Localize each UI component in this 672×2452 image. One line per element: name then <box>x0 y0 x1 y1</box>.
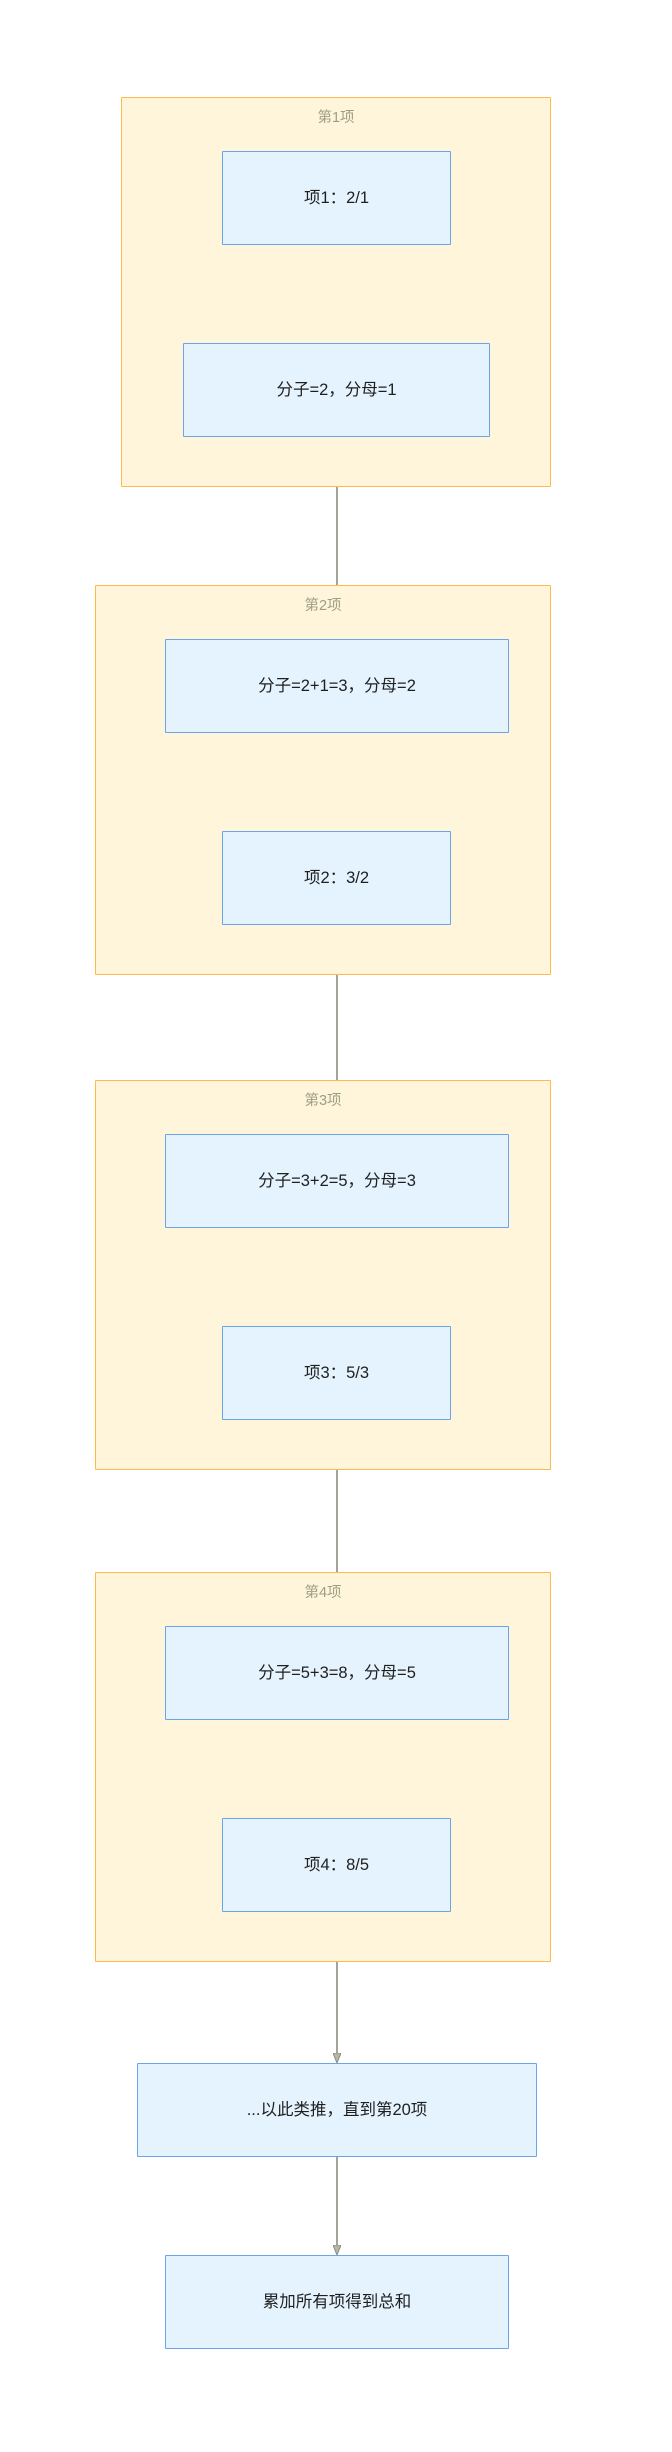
node-label: 项2：3/2 <box>303 868 370 887</box>
subgraph-title: 第4项 <box>304 1585 342 1601</box>
subgraph-title: 第2项 <box>304 598 342 614</box>
process-node[interactable]: 项2：3/2 <box>222 831 451 925</box>
node-label: 项1：2/1 <box>303 188 370 207</box>
process-node[interactable]: 分子=2+1=3，分母=2 <box>165 639 509 733</box>
node-label: 项3：5/3 <box>303 1363 370 1382</box>
node-label: ...以此类推，直到第20项 <box>246 2100 428 2119</box>
node-label: 分子=2，分母=1 <box>276 380 397 399</box>
process-node[interactable]: 累加所有项得到总和 <box>165 2255 509 2349</box>
node-label: 分子=2+1=3，分母=2 <box>258 676 416 695</box>
process-node[interactable]: 分子=3+2=5，分母=3 <box>165 1134 509 1228</box>
node-label: 分子=3+2=5，分母=3 <box>258 1171 416 1190</box>
process-node[interactable]: 项4：8/5 <box>222 1818 451 1912</box>
subgraph-title: 第3项 <box>304 1093 342 1109</box>
node-label: 项4：8/5 <box>303 1855 370 1874</box>
node-label: 分子=5+3=8，分母=5 <box>258 1663 416 1682</box>
process-node[interactable]: 分子=2，分母=1 <box>183 343 490 437</box>
subgraph-title: 第1项 <box>317 110 355 126</box>
process-node[interactable]: 项1：2/1 <box>222 151 451 245</box>
node-label: 累加所有项得到总和 <box>262 2292 412 2311</box>
process-node[interactable]: ...以此类推，直到第20项 <box>137 2063 537 2157</box>
process-node[interactable]: 分子=5+3=8，分母=5 <box>165 1626 509 1720</box>
process-node[interactable]: 项3：5/3 <box>222 1326 451 1420</box>
